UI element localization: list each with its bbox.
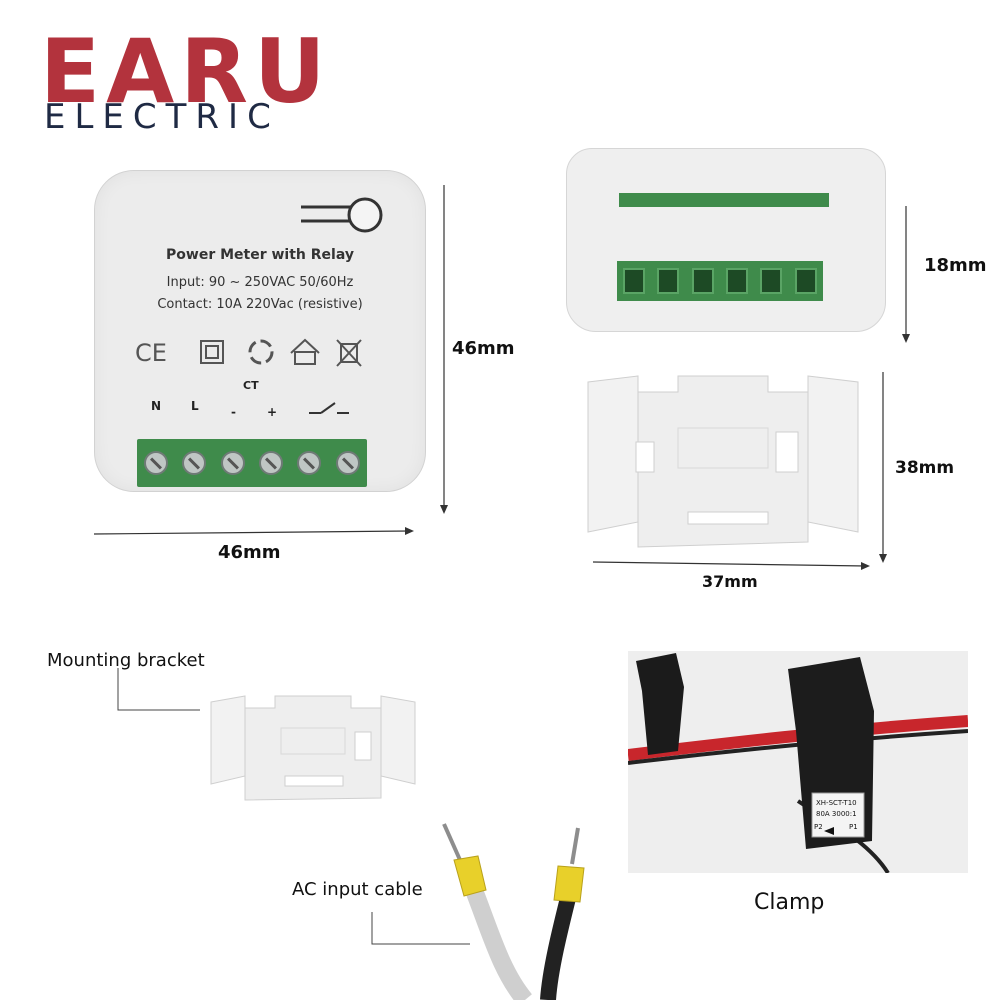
terminal-screw [220, 451, 245, 475]
module-title: Power Meter with Relay [166, 247, 354, 263]
terminal-slot [760, 268, 783, 294]
hanger-ring-icon [301, 193, 383, 237]
mounting-bracket-small [205, 686, 421, 804]
recycle-icon [248, 339, 274, 365]
certification-row: CE [135, 335, 385, 369]
terminal-slot [657, 268, 680, 294]
caption-ac-input-cable: AC input cable [292, 879, 423, 900]
terminal-block [137, 439, 367, 487]
terminal-slot [623, 268, 646, 294]
relay-switch-icon [309, 401, 349, 421]
dimension-front-width: 46mm [218, 542, 281, 563]
power-meter-module-side [566, 148, 886, 332]
pin-label-ct: CT [243, 379, 259, 392]
dimension-side-depth: 18mm [924, 255, 987, 276]
brand-logo: EARU [40, 20, 332, 123]
module-contact-spec: Contact: 10A 220Vac (resistive) [157, 297, 363, 312]
power-meter-module-front: Power Meter with Relay Input: 90 ~ 250VA… [94, 170, 426, 492]
pin-label-l: L [191, 399, 199, 413]
clamp-model-label: XH-SCT-T10 [816, 799, 857, 807]
module-input-spec: Input: 90 ~ 250VAC 50/60Hz [166, 275, 354, 290]
clamp-p1-label: P1 [849, 823, 858, 831]
weee-bin-icon [336, 339, 362, 367]
clamp-rating-label: 80A 3000:1 [816, 810, 857, 818]
clamp-p2-label: P2 [814, 823, 823, 831]
dimension-bracket-width: 37mm [702, 572, 758, 591]
terminal-slot [794, 268, 817, 294]
terminal-screw [259, 451, 284, 475]
caption-mounting-bracket: Mounting bracket [47, 650, 205, 671]
dimension-front-height: 46mm [452, 338, 515, 359]
side-terminal-block [617, 261, 823, 301]
mounting-bracket-large [578, 372, 868, 562]
indoor-use-icon [290, 338, 320, 365]
terminal-slot [726, 268, 749, 294]
terminal-screw [335, 451, 360, 475]
ce-mark-icon: CE [135, 339, 167, 367]
brand-logo-subtitle: ELECTRIC [44, 97, 280, 137]
pin-label-n: N [151, 399, 162, 413]
terminal-slot [691, 268, 714, 294]
pin-label-plus: + [267, 405, 278, 419]
pin-label-minus: - [231, 405, 236, 419]
side-terminal-top [619, 193, 829, 207]
svg-text:CE: CE [135, 339, 167, 367]
caption-clamp: Clamp [754, 890, 825, 915]
double-insulation-icon [200, 340, 224, 364]
ac-input-cable-image [430, 820, 600, 1004]
clamp-photo: XH-SCT-T10 80A 3000:1 P2 P1 [627, 651, 969, 875]
dimension-bracket-height: 38mm [895, 458, 955, 478]
terminal-screw [297, 451, 322, 475]
terminal-screw [144, 451, 169, 475]
terminal-screw [182, 451, 207, 475]
